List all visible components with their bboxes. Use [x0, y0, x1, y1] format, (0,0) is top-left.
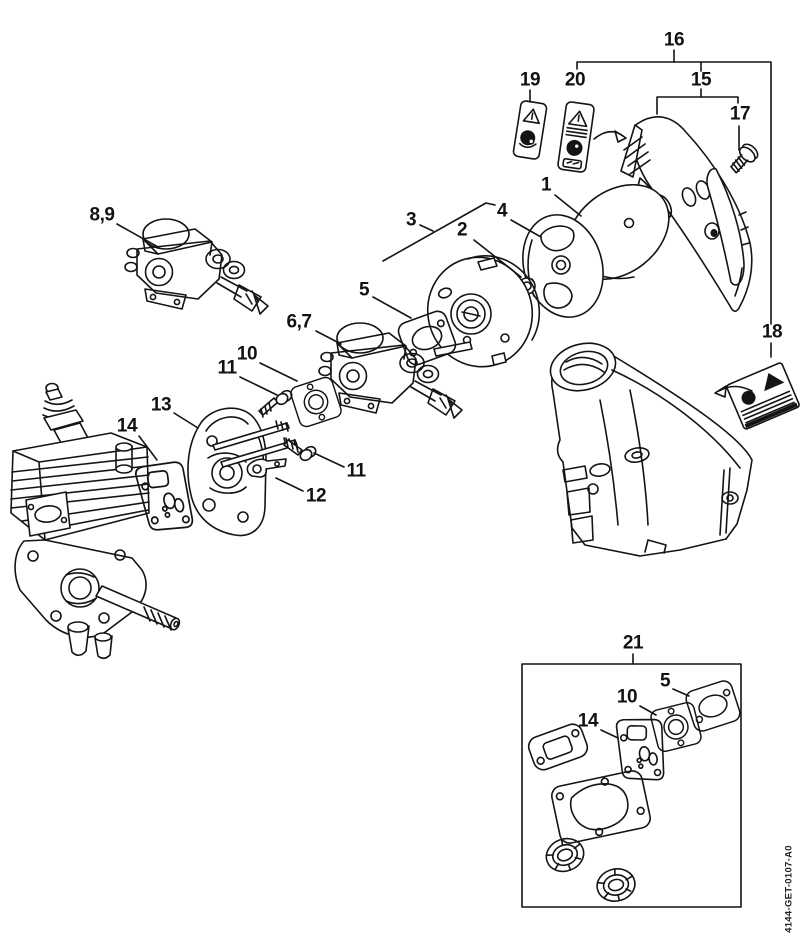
group-15-bracket: [656, 96, 739, 115]
oil-seal-left: [540, 832, 590, 878]
swivel-lever: [246, 458, 287, 478]
oil-seal-right: [593, 864, 639, 906]
filter-baffle-plate: [522, 214, 604, 318]
warning-sticker-20: [557, 101, 595, 173]
leader-3: [419, 224, 434, 232]
fuel-tank: [549, 342, 753, 557]
carburetor-8-9: [124, 218, 269, 315]
screw-11-upper: [258, 389, 293, 418]
engine-cylinder-assembly: [10, 382, 181, 660]
gasket-set-box: [521, 663, 743, 908]
leader-1: [554, 194, 582, 217]
leader-13: [173, 412, 199, 429]
screw-11-lower: [283, 437, 317, 462]
leader-11a: [239, 376, 278, 396]
leader-14: [138, 435, 158, 461]
leader-14b: [600, 729, 619, 739]
cylinder-gasket: [549, 768, 653, 846]
leader-12: [275, 477, 304, 492]
cover-screw: [730, 143, 759, 174]
leader-11b: [313, 452, 345, 468]
leader-4: [510, 219, 542, 238]
arrow-sticker20-to-cover-head: [614, 130, 627, 143]
warning-sticker-19: [512, 100, 548, 160]
leader-10b: [639, 705, 657, 716]
leader-3: [382, 202, 496, 262]
leader-5: [372, 296, 412, 319]
leader-2: [473, 239, 522, 278]
leader-6-7: [315, 330, 342, 345]
arrow-sticker18-to-tank-head: [714, 385, 727, 398]
leader-10: [259, 362, 298, 382]
callout-lines: [116, 49, 772, 739]
muffler-gasket: [525, 720, 591, 774]
warning-sticker-18: [726, 362, 800, 430]
leader-5b: [672, 688, 690, 697]
leader-8-9: [116, 223, 159, 248]
